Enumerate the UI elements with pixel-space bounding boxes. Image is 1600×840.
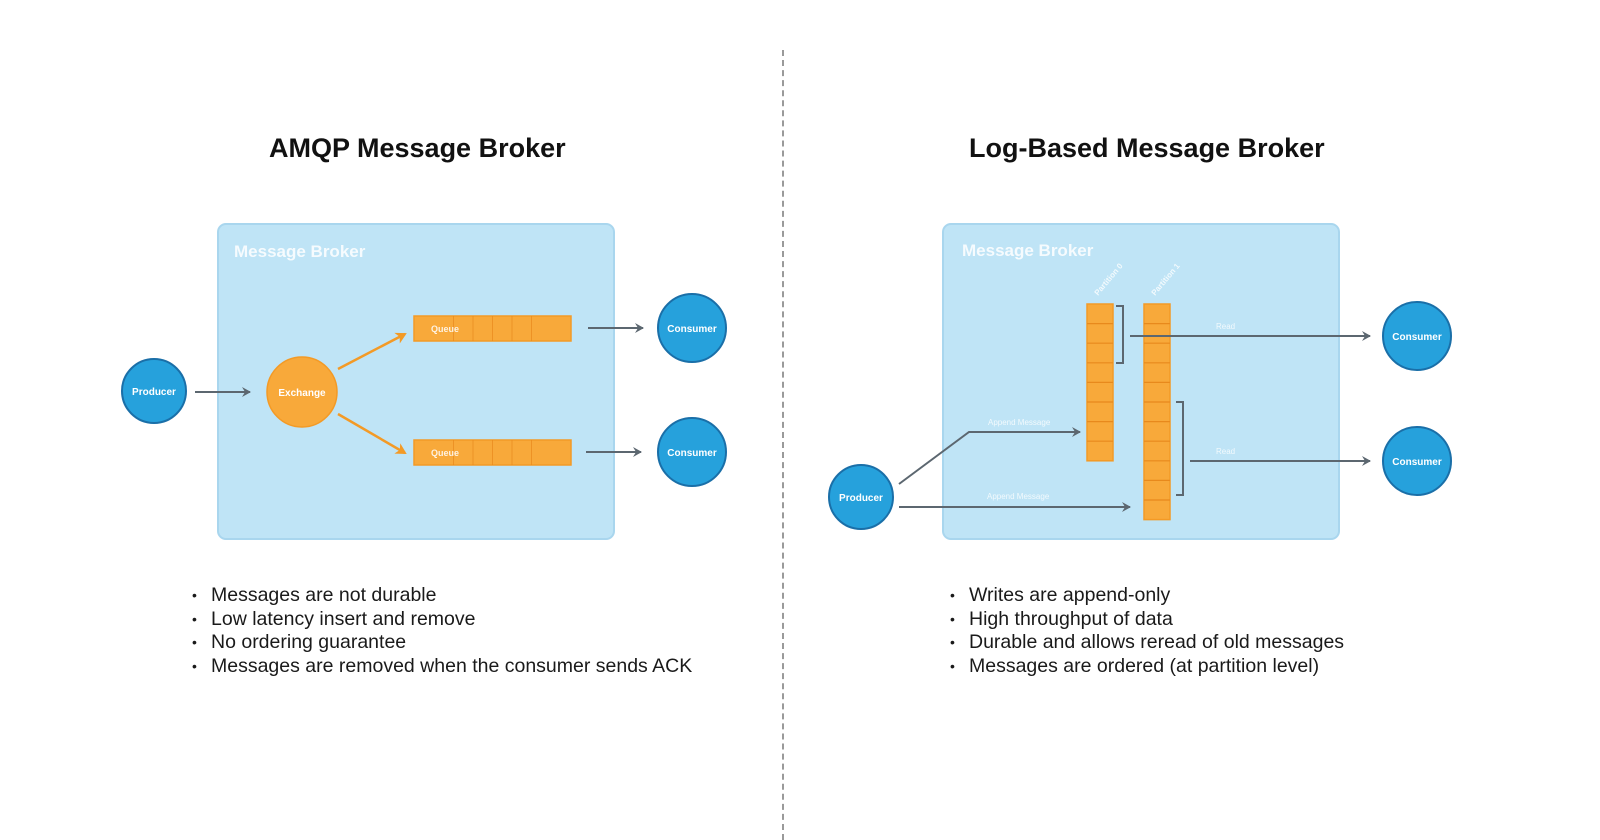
log-bullet: High throughput of data	[950, 608, 1344, 632]
partition-0	[1086, 303, 1114, 462]
section-divider	[782, 50, 784, 840]
amqp-bullet-list: Messages are not durable Low latency ins…	[192, 584, 692, 678]
log-bullet-list: Writes are append-only High throughput o…	[950, 584, 1344, 678]
append-label-partition-1: Append Message	[987, 492, 1050, 501]
read-label-1: Read	[1216, 322, 1235, 331]
log-consumer-2-label: Consumer	[1392, 457, 1442, 468]
amqp-bullet: Low latency insert and remove	[192, 608, 692, 632]
amqp-exchange-label: Exchange	[278, 388, 326, 399]
amqp-title: AMQP Message Broker	[269, 133, 566, 163]
log-consumer-2: Consumer	[1382, 426, 1452, 496]
read-bracket-partition-0	[1116, 305, 1124, 364]
append-arrow-partition-0	[898, 427, 1081, 485]
amqp-queue-1: Queue	[413, 315, 572, 342]
log-producer-label: Producer	[839, 493, 883, 504]
log-title: Log-Based Message Broker	[969, 133, 1325, 163]
amqp-route-arrow-top	[337, 332, 407, 371]
amqp-exchange: Exchange	[266, 356, 338, 428]
append-label-partition-0: Append Message	[988, 418, 1051, 427]
amqp-queue-2: Queue	[413, 439, 572, 466]
amqp-consumer-1: Consumer	[657, 293, 727, 363]
amqp-bullet: Messages are not durable	[192, 584, 692, 608]
read-bracket-partition-1	[1176, 401, 1184, 496]
log-bullet: Durable and allows reread of old message…	[950, 631, 1344, 655]
partition-1	[1143, 303, 1171, 521]
log-producer: Producer	[828, 464, 894, 530]
partition-bar	[1143, 303, 1171, 521]
log-consumer-1-label: Consumer	[1392, 332, 1442, 343]
amqp-route-arrow-bottom	[337, 412, 407, 455]
queue-label: Queue	[431, 448, 459, 458]
amqp-bullet: No ordering guarantee	[192, 631, 692, 655]
amqp-producer: Producer	[121, 358, 187, 424]
amqp-consumer-1-label: Consumer	[667, 324, 717, 335]
amqp-broker-label: Message Broker	[234, 242, 366, 261]
amqp-consumer-2: Consumer	[657, 417, 727, 487]
log-bullet: Writes are append-only	[950, 584, 1344, 608]
amqp-producer-label: Producer	[132, 387, 176, 398]
read-label-2: Read	[1216, 447, 1235, 456]
queue-label: Queue	[431, 324, 459, 334]
amqp-bullet: Messages are removed when the consumer s…	[192, 655, 692, 679]
log-broker-label: Message Broker	[962, 241, 1094, 260]
log-consumer-1: Consumer	[1382, 301, 1452, 371]
amqp-consumer-2-label: Consumer	[667, 448, 717, 459]
log-bullet: Messages are ordered (at partition level…	[950, 655, 1344, 679]
